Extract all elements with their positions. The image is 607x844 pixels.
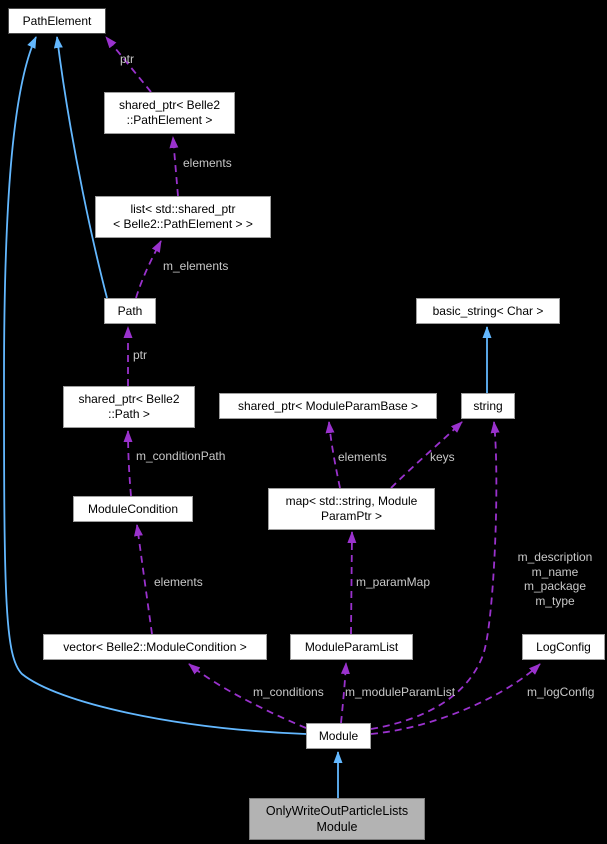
node-basic-string: basic_string< Char > — [416, 298, 560, 324]
node-module[interactable]: Module — [306, 723, 371, 749]
inheritance-edge-path-to-pathelement — [53, 36, 108, 299]
edge-label-m-conditionpath: m_conditionPath — [136, 449, 226, 463]
node-onlywriteoutparticlelistsmodule: OnlyWriteOutParticleLists Module — [249, 798, 425, 840]
edge-label-ptr-pathelement: ptr — [120, 52, 135, 66]
usage-edge-map-to-string-keys — [390, 421, 463, 489]
inheritance-edge-module-to-pathelement — [3, 36, 307, 735]
usage-edge-module-to-logconfig — [370, 663, 541, 735]
edge-label-m-moduleparamlist: m_moduleParamList — [345, 685, 456, 699]
node-path[interactable]: Path — [104, 298, 156, 324]
node-modulecondition[interactable]: ModuleCondition — [73, 496, 193, 522]
edge-label-module-string-fields: m_description m_name m_package m_type — [517, 550, 593, 608]
edge-label-keys: keys — [430, 450, 455, 464]
edge-label-m-parammap: m_paramMap — [356, 575, 431, 589]
edge-label-m-logconfig: m_logConfig — [527, 685, 595, 699]
node-string: string — [461, 393, 515, 419]
edge-label-elements-modulecondition: elements — [154, 575, 203, 589]
usage-edge-map-to-spmoduleparambase — [325, 421, 341, 489]
usage-edge-moduleparamlist-to-map — [347, 531, 357, 635]
node-pathelement[interactable]: PathElement — [8, 8, 106, 34]
usage-edge-module-to-vector — [188, 663, 307, 729]
node-shared-ptr-path: shared_ptr< Belle2 ::Path > — [63, 386, 195, 428]
usage-edge-modulecondition-to-sppath — [123, 430, 133, 497]
edge-label-m-elements: m_elements — [163, 259, 229, 273]
usage-edge-list-to-sppathelement — [169, 136, 179, 197]
node-map-moduleparamptr: map< std::string, Module ParamPtr > — [268, 488, 435, 530]
node-shared-ptr-moduleparambase: shared_ptr< ModuleParamBase > — [219, 393, 437, 419]
edge-label-ptr-path: ptr — [133, 348, 148, 362]
usage-edge-path-to-list — [135, 240, 162, 299]
edge-label-elements-map: elements — [338, 450, 387, 464]
edge-label-elements-sppathelement: elements — [183, 156, 232, 170]
usage-edge-module-to-moduleparamlist — [340, 662, 350, 724]
node-moduleparamlist[interactable]: ModuleParamList — [290, 634, 413, 660]
edge-label-m-conditions: m_conditions — [253, 685, 324, 699]
node-shared-ptr-pathelement: shared_ptr< Belle2 ::PathElement > — [104, 92, 235, 134]
node-list-shared-ptr-pathelement: list< std::shared_ptr < Belle2::PathElem… — [95, 196, 271, 238]
node-logconfig[interactable]: LogConfig — [522, 634, 605, 660]
node-vector-modulecondition: vector< Belle2::ModuleCondition > — [43, 634, 267, 660]
usage-edge-module-to-string-fields — [370, 421, 500, 730]
usage-edge-vector-to-modulecondition — [134, 524, 153, 635]
